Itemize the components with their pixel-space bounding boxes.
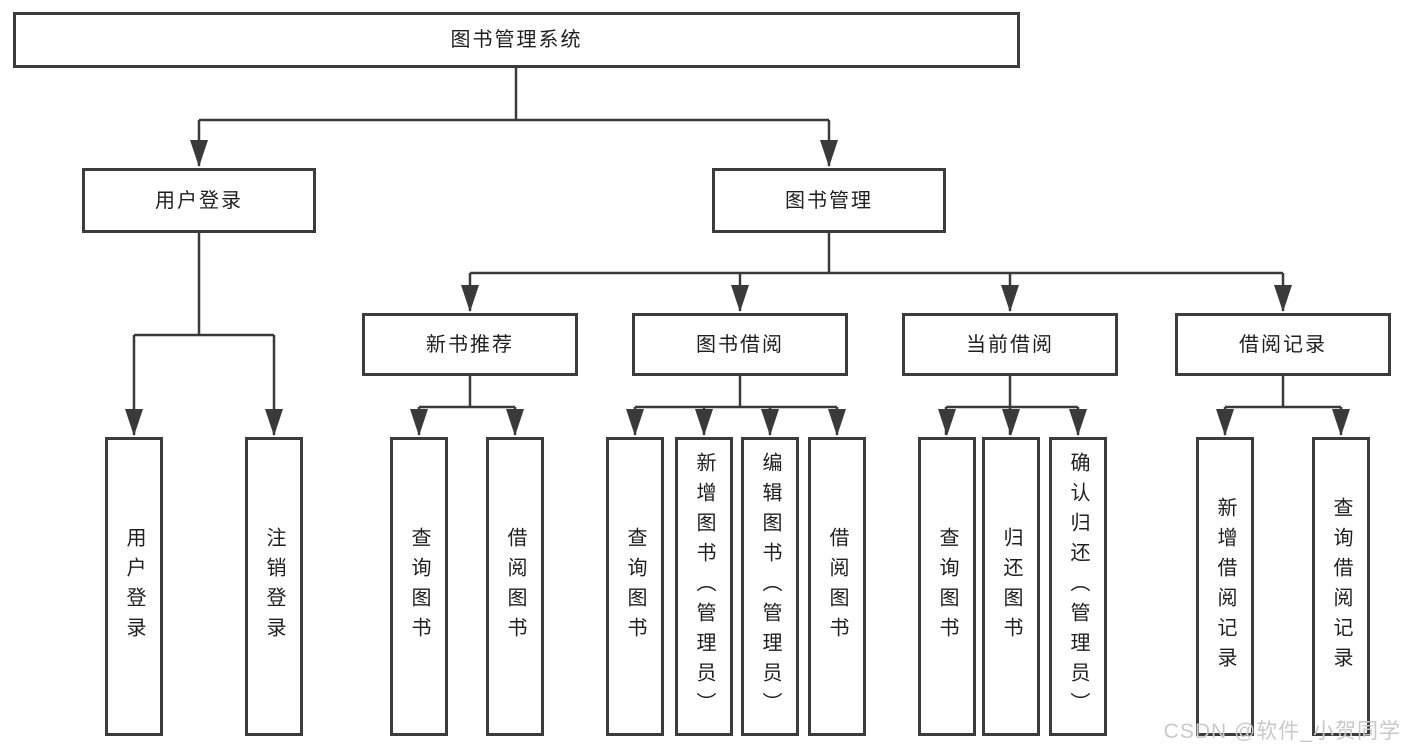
node-label: 查询借阅记录 bbox=[1330, 496, 1352, 677]
leaf-borrow-books-recommend: 借阅图书 bbox=[486, 437, 544, 736]
connector-new-book-to-leaves bbox=[417, 376, 517, 435]
leaf-confirm-return-admin: 确认归还（管理员） bbox=[1049, 437, 1107, 736]
node-label: 用户登录 bbox=[155, 189, 243, 212]
node-label: 借阅图书 bbox=[826, 526, 848, 647]
leaf-query-books-borrow: 查询图书 bbox=[606, 437, 664, 736]
node-label: 查询图书 bbox=[624, 526, 646, 647]
connector-book-mgmt-to-level3 bbox=[468, 233, 1285, 311]
leaf-query-books-current: 查询图书 bbox=[918, 437, 976, 736]
node-label: 图书管理 bbox=[785, 189, 873, 212]
node-label: 确认归还（管理员） bbox=[1067, 451, 1089, 722]
node-borrow-records: 借阅记录 bbox=[1175, 313, 1391, 376]
leaf-user-login: 用户登录 bbox=[105, 437, 163, 736]
node-user-login-branch: 用户登录 bbox=[82, 168, 316, 233]
node-label: 归还图书 bbox=[1000, 526, 1022, 647]
node-label: 图书管理系统 bbox=[450, 29, 583, 51]
node-book-management-branch: 图书管理 bbox=[712, 168, 946, 233]
node-label: 新增借阅记录 bbox=[1214, 496, 1236, 677]
node-book-management-system: 图书管理系统 bbox=[13, 12, 1020, 68]
connector-current-borrow-to-leaves bbox=[944, 376, 1080, 435]
node-current-borrow: 当前借阅 bbox=[902, 313, 1118, 376]
connector-borrow-records-to-leaves bbox=[1223, 376, 1343, 435]
node-label: 借阅图书 bbox=[504, 526, 526, 647]
node-label: 编辑图书（管理员） bbox=[759, 451, 781, 722]
node-book-borrow: 图书借阅 bbox=[632, 313, 848, 376]
node-label: 用户登录 bbox=[123, 526, 145, 647]
leaf-return-books: 归还图书 bbox=[982, 437, 1040, 736]
leaf-logout: 注销登录 bbox=[245, 437, 303, 736]
leaf-edit-books-admin: 编辑图书（管理员） bbox=[741, 437, 799, 736]
leaf-query-borrow-record: 查询借阅记录 bbox=[1312, 437, 1370, 736]
node-new-book-recommend: 新书推荐 bbox=[362, 313, 578, 376]
node-label: 注销登录 bbox=[263, 526, 285, 647]
node-label: 借阅记录 bbox=[1239, 333, 1327, 356]
node-label: 查询图书 bbox=[408, 526, 430, 647]
node-label: 新书推荐 bbox=[426, 333, 514, 356]
leaf-add-borrow-record: 新增借阅记录 bbox=[1196, 437, 1254, 736]
connector-book-borrow-to-leaves bbox=[633, 376, 839, 435]
leaf-add-books-admin: 新增图书（管理员） bbox=[675, 437, 733, 736]
connector-root-to-level2 bbox=[197, 68, 831, 166]
node-label: 图书借阅 bbox=[696, 333, 784, 356]
connector-user-login-to-leaves bbox=[132, 233, 276, 435]
csdn-watermark: CSDN @软件_小贺同学 bbox=[1163, 720, 1401, 743]
node-label: 查询图书 bbox=[936, 526, 958, 647]
node-label: 新增图书（管理员） bbox=[693, 451, 715, 722]
leaf-borrow-books: 借阅图书 bbox=[808, 437, 866, 736]
leaf-query-books-recommend: 查询图书 bbox=[390, 437, 448, 736]
node-label: 当前借阅 bbox=[966, 333, 1054, 356]
